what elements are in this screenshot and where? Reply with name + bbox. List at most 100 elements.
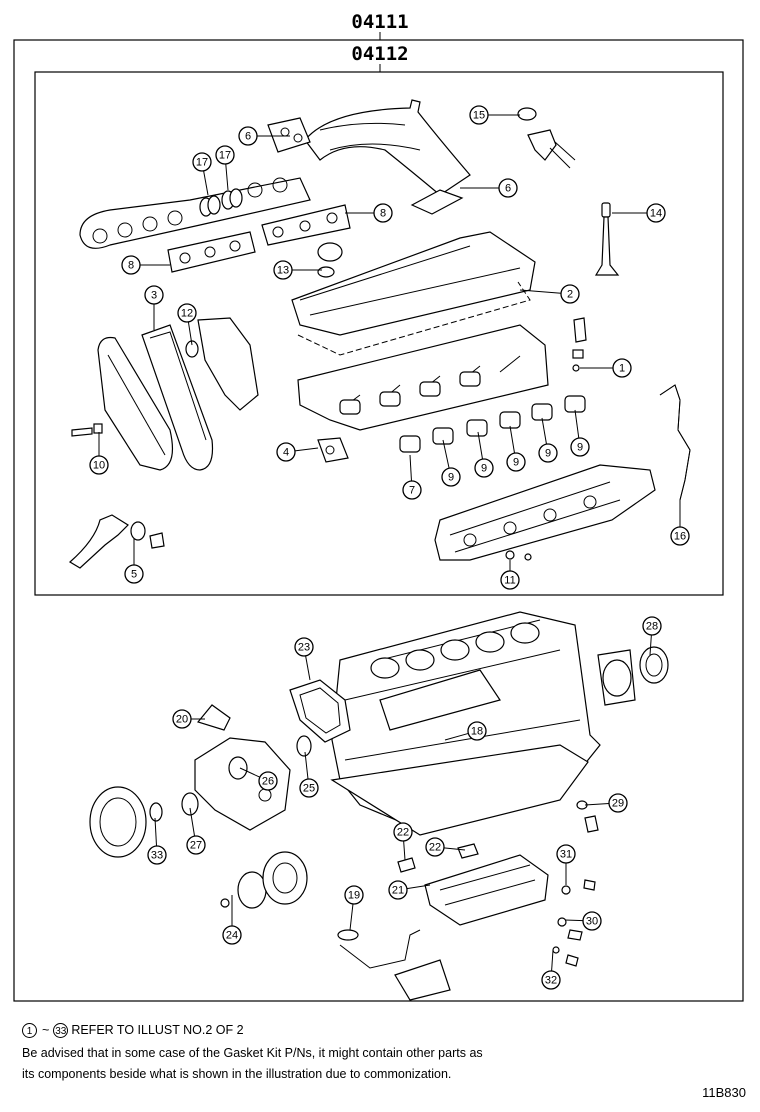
seal-27 [181,792,199,816]
callout-leader [409,454,412,482]
timing-gears-24 [220,851,308,909]
timing-cover-gasket-3 [141,324,214,471]
callout-c9c: 9 [506,425,526,472]
callout-c17a: 17 [192,152,212,196]
valve-cover-gasket-2 [297,281,531,356]
callout-leader [203,170,209,196]
callout-number: 7 [409,485,415,497]
callout-number: 30 [586,916,598,928]
callout-c32: 32 [541,949,561,990]
callout-circle [467,721,487,741]
callout-number: 27 [190,840,202,852]
callout-circle [192,152,212,172]
callout-number: 13 [277,265,289,277]
range-start-badge: 1 [22,1022,37,1038]
callout-circle [498,178,518,198]
callout-leader [154,817,158,847]
callout-c9b: 9 [474,431,494,478]
spark-plug-seal [572,317,587,372]
oil-filter-bracket-21 [424,854,549,926]
callout-number: 8 [128,260,134,272]
callout-number: 9 [577,442,583,454]
small-parts-29-32 [552,800,599,967]
callout-number: 2 [567,289,573,301]
callout-leader [349,903,354,931]
callout-leader [584,803,610,806]
callout-leader [443,847,466,851]
callout-number: 3 [151,290,157,302]
callout-c11: 11 [500,560,520,590]
callout-c31: 31 [556,844,576,885]
callout-circle [186,835,206,855]
callout-c3: 3 [144,285,164,330]
oil-pump-pickup-19 [337,929,451,1001]
callout-circle [474,458,494,478]
callout-c16: 16 [670,500,690,546]
range-tilde: ~ [42,1023,50,1037]
gasket-6-right [410,189,464,215]
callout-leader [564,919,584,922]
o-ring-25 [296,735,312,757]
callout-circle [121,255,141,275]
port-gaskets-7-9 [399,395,586,453]
callout-circle [608,793,628,813]
gasket-6-left [267,117,311,153]
callout-circle [425,837,445,857]
callout-circle [373,203,393,223]
callout-number: 25 [303,783,315,795]
cylinder-head [297,324,549,431]
callout-circle [469,105,489,125]
callout-leader [541,417,547,445]
exhaust-gasket-8-left [167,231,256,273]
callout-number: 22 [429,842,441,854]
callout-circle [388,880,408,900]
gasket-4 [317,437,349,463]
callout-number: 9 [481,463,487,475]
callout-c9a: 9 [441,439,461,487]
callout-number: 10 [93,460,105,472]
callout-c23: 23 [294,637,314,681]
callout-circle [642,616,662,636]
callout-number: 1 [619,363,625,375]
callout-leader [519,289,562,294]
callout-number: 4 [283,447,289,459]
callout-circle [299,778,319,798]
callout-leader [406,884,431,890]
callout-number: 18 [471,726,483,738]
callout-circle [612,358,632,378]
callout-c9d: 9 [538,417,558,463]
callout-leader [509,425,516,454]
callout-circle [402,480,422,500]
kit-number-outer: 04111 [351,11,408,33]
callout-circle [393,822,413,842]
callout-circle [500,570,520,590]
callout-circle [506,452,526,472]
callout-number: 9 [545,448,551,460]
callout-c25: 25 [299,751,319,798]
callout-circle [258,771,278,791]
callout-leader [304,751,309,780]
intake-manifold [434,464,656,561]
callout-circle [646,203,666,223]
callout-c18: 18 [444,721,487,741]
callout-circle [276,442,296,462]
callout-number: 33 [151,850,163,862]
callout-circle [541,970,561,990]
callout-circle [294,637,314,657]
callout-leader [444,732,469,741]
callout-circle [441,467,461,487]
cap-13 [317,242,343,278]
kit-number-inner: 04112 [351,43,408,65]
gasket-23 [289,679,351,743]
callout-number: 19 [348,890,360,902]
callout-leader [649,634,652,656]
callout-c30: 30 [564,911,602,931]
callout-circle [215,145,235,165]
callout-number: 5 [131,569,137,581]
callout-number: 9 [513,457,519,469]
callout-circle [560,284,580,304]
callout-number: 21 [392,885,404,897]
callout-c24: 24 [222,895,242,945]
